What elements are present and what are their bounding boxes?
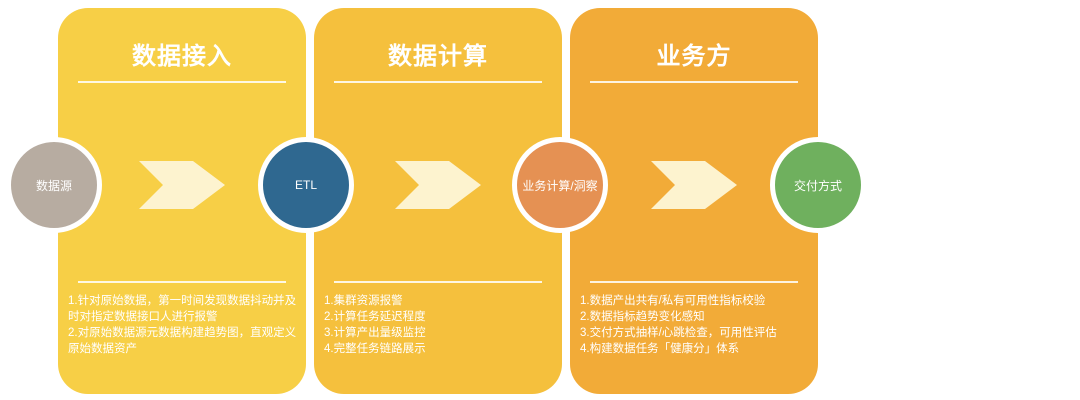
description-item: 1.数据产出共有/私有可用性指标校验 <box>580 295 766 307</box>
node-label: ETL <box>294 178 317 192</box>
stage-title: 数据计算 <box>388 43 488 70</box>
divider <box>334 281 542 283</box>
description-item: 4.构建数据任务「健康分」体系 <box>580 343 740 355</box>
node-data-source: 数据源 <box>6 137 102 233</box>
flow-arrow-icon <box>139 161 225 209</box>
flow-arrow-icon <box>395 161 481 209</box>
description-item: 2.数据指标趋势变化感知 <box>580 311 705 323</box>
node-etl: ETL <box>258 137 354 233</box>
stage-title: 业务方 <box>656 43 732 70</box>
divider <box>334 81 542 83</box>
description-item: 3.交付方式抽样/心跳检查，可用性评估 <box>580 327 777 339</box>
stage-title: 数据接入 <box>132 43 232 70</box>
flow-arrow-icon <box>651 161 737 209</box>
description-item: 1.集群资源报警 <box>324 295 403 307</box>
node-label: 数据源 <box>35 178 72 193</box>
stage-description: 1.集群资源报警 2.计算任务延迟程度 3.计算产出量级监控 4.完整任务链路展… <box>324 293 554 357</box>
node-business-compute: 业务计算/洞察 <box>512 137 608 233</box>
stage-description: 1.数据产出共有/私有可用性指标校验 2.数据指标趋势变化感知 3.交付方式抽样… <box>580 293 810 357</box>
description-item: 4.完整任务链路展示 <box>324 343 426 355</box>
node-label: 业务计算/洞察 <box>522 178 598 193</box>
node-label: 交付方式 <box>793 178 842 193</box>
description-item: 1.针对原始数据，第一时间发现数据抖动并及时对指定数据接口人进行报警 <box>68 295 297 323</box>
divider <box>78 281 286 283</box>
node-delivery: 交付方式 <box>770 137 866 233</box>
description-item: 2.计算任务延迟程度 <box>324 311 426 323</box>
divider <box>78 81 286 83</box>
description-item: 3.计算产出量级监控 <box>324 327 426 339</box>
stage-description: 1.针对原始数据，第一时间发现数据抖动并及时对指定数据接口人进行报警 2.对原始… <box>68 293 298 357</box>
description-item: 2.对原始数据源元数据构建趋势图，直观定义原始数据资产 <box>68 327 297 355</box>
divider <box>590 81 798 83</box>
divider <box>590 281 798 283</box>
